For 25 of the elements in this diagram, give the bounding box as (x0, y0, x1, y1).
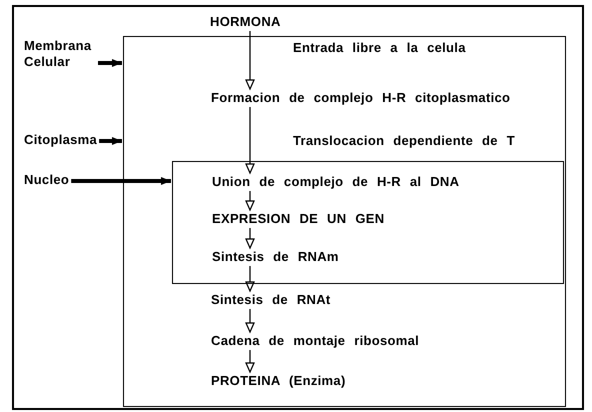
step-label: Sintesis de RNAm (212, 249, 339, 265)
arrow (99, 137, 122, 145)
step-label: Translocacion dependiente de T (293, 133, 515, 149)
arrow (245, 191, 255, 211)
step-label: Nucleo (24, 172, 70, 188)
nucleus-outline (172, 161, 564, 284)
arrow (245, 309, 255, 333)
step-label: Sintesis de RNAt (211, 292, 331, 308)
arrow (71, 177, 171, 185)
arrow (245, 31, 255, 90)
arrow (245, 107, 255, 174)
step-label: PROTEINA (Enzima) (211, 373, 346, 389)
step-label: Union de complejo de H-R al DNA (212, 174, 460, 190)
step-label: Citoplasma (24, 132, 98, 148)
step-label: Entrada libre a la celula (293, 40, 466, 56)
step-label: HORMONA (210, 14, 281, 30)
step-label: Formacion de complejo H-R citoplasmatico (211, 90, 510, 106)
arrow (98, 59, 122, 67)
cell-outline (123, 36, 566, 407)
arrow (245, 350, 255, 373)
arrow (245, 266, 255, 292)
step-label: Membrana Celular (24, 38, 96, 70)
step-label: Cadena de montaje ribosomal (211, 333, 420, 349)
step-label: EXPRESION DE UN GEN (212, 211, 384, 227)
arrow (245, 228, 255, 249)
